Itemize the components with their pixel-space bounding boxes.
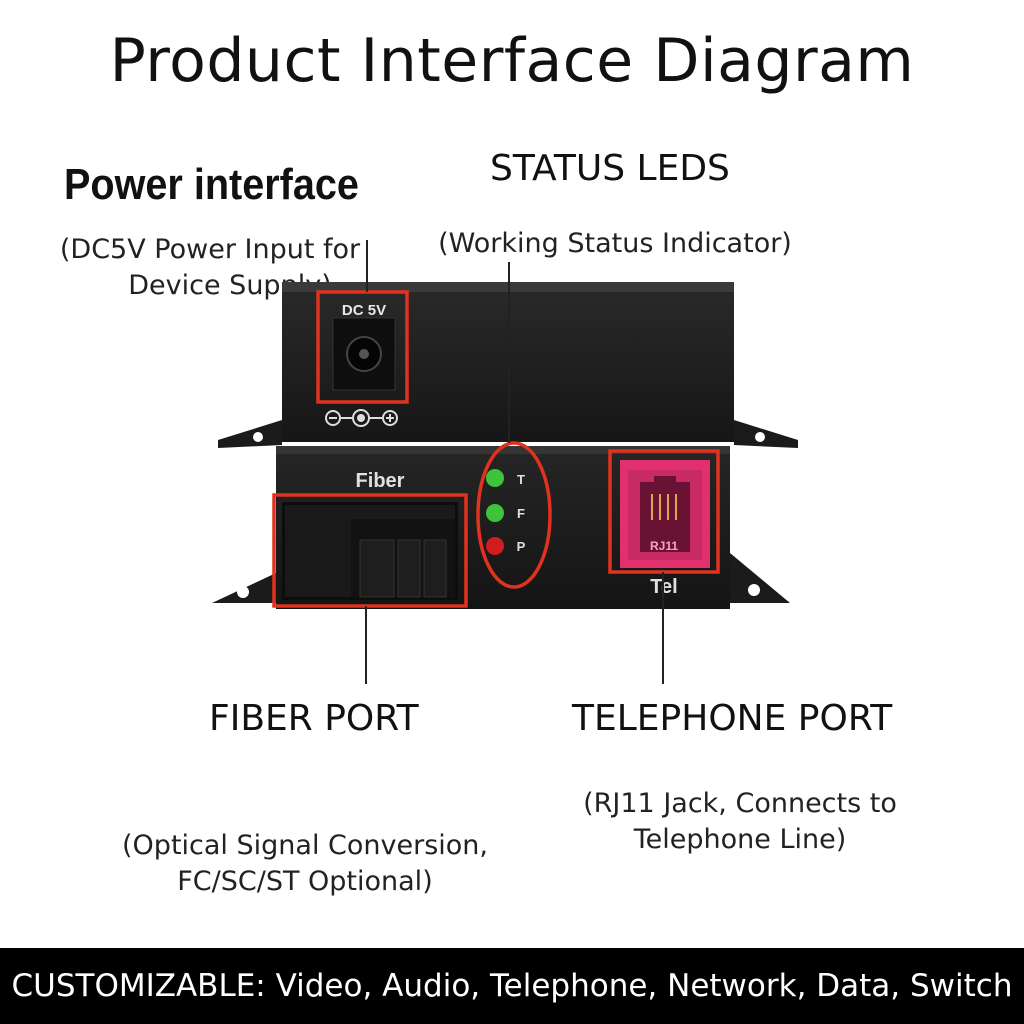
rj11-marking: RJ11 (650, 539, 678, 553)
power-desc-line1: (DC5V Power Input for (59, 234, 361, 265)
dc-5v-label: DC 5V (342, 302, 386, 319)
telephone-desc-line2: Telephone Line) (633, 824, 847, 855)
telephone-port-heading: TELEPHONE PORT (572, 698, 893, 739)
customizable-footer-banner: CUSTOMIZABLE: Video, Audio, Telephone, N… (0, 948, 1024, 1024)
telephone-port-description: (RJ11 Jack, Connects to Telephone Line) (555, 786, 925, 858)
leader-lines (365, 240, 664, 684)
led-label-t: T (517, 472, 525, 487)
fiber-desc-line1: (Optical Signal Conversion, (122, 830, 488, 861)
dc-jack-highlight (316, 290, 409, 404)
led-label-f: F (517, 506, 525, 521)
status-leds-heading: STATUS LEDS (490, 148, 730, 189)
fiber-port-heading: FIBER PORT (209, 698, 419, 739)
power-interface-heading: Power interface (64, 160, 359, 209)
bottom-unit: Fiber T F P (276, 446, 730, 609)
status-leds-highlight (476, 441, 552, 589)
telephone-port: RJ11 (620, 460, 710, 568)
led-t (486, 469, 504, 487)
top-unit-mounting-ears (218, 420, 798, 448)
page-title: Product Interface Diagram (109, 26, 915, 96)
status-leds: T F P (486, 469, 526, 555)
bottom-unit-mounting-ears (212, 553, 790, 603)
led-label-p: P (517, 539, 526, 554)
fiber-desc-line2: FC/SC/ST Optional) (177, 866, 433, 897)
telephone-desc-line1: (RJ11 Jack, Connects to (583, 788, 897, 819)
status-leds-description: (Working Status Indicator) (438, 228, 792, 259)
polarity-symbol (325, 409, 398, 427)
fiber-port-description: (Optical Signal Conversion, FC/SC/ST Opt… (100, 828, 510, 900)
led-p (486, 537, 504, 555)
fiber-port-highlight (272, 493, 468, 608)
fiber-label: Fiber (356, 470, 405, 492)
highlight-outlines (272, 290, 720, 608)
led-f (486, 504, 504, 522)
fiber-port (282, 502, 458, 600)
